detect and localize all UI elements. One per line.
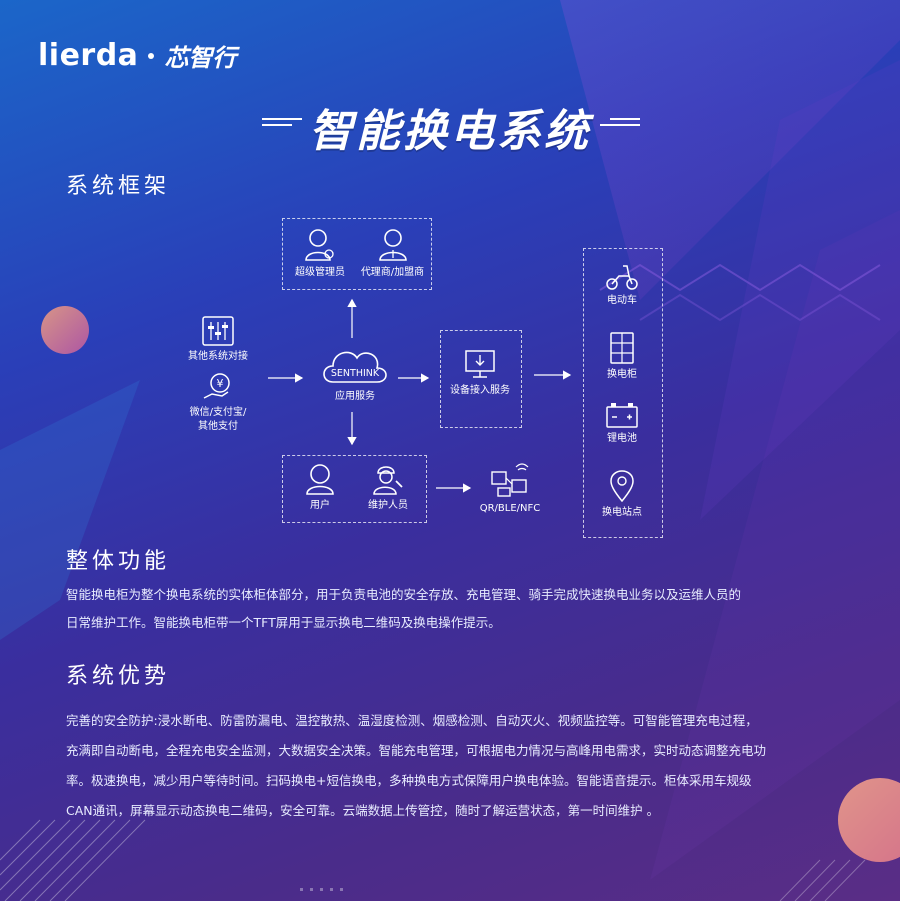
- advantages-text: 完善的安全防护:浸水断电、防雷防漏电、温控散热、温湿度检测、烟感检测、自动灭火、…: [66, 706, 856, 826]
- agent-node: 代理商/加盟商: [355, 228, 430, 280]
- endpoints-box: [583, 248, 663, 538]
- cloud-label: SENTHINK: [331, 368, 380, 379]
- title-decor-left: [262, 118, 302, 132]
- cloud-icon: SENTHINK: [323, 351, 387, 383]
- advantages-line: 完善的安全防护:浸水断电、防雷防漏电、温控散热、温湿度检测、烟感检测、自动灭火、…: [66, 713, 758, 728]
- payment-yen-icon: ¥: [203, 373, 230, 399]
- page-title: 智能换电系统: [309, 106, 591, 157]
- super-admin-node: 超级管理员: [285, 228, 355, 280]
- features-line: 日常维护工作。智能换电柜带一个TFT屏用于显示换电二维码及换电操作提示。: [66, 615, 501, 630]
- features-text: 智能换电柜为整个换电系统的实体柜体部分，用于负责电池的安全存放、充电管理、骑手完…: [66, 581, 846, 637]
- location-pin-icon: [610, 470, 634, 502]
- advantages-line: 充满即自动断电，全程充电安全监测，大数据安全决策。智能充电管理，可根据电力情况与…: [66, 743, 767, 758]
- monitor-download-icon: [465, 350, 495, 378]
- user-node: 用户: [290, 463, 350, 513]
- admin-user-icon: [305, 229, 334, 261]
- battery-node: 锂电池: [583, 402, 661, 446]
- sliders-icon: [202, 316, 234, 346]
- advantages-line: CAN通讯，屏幕显示动态换电二维码，安全可靠。云端数据上传管控，随时了解运营状态…: [66, 803, 660, 818]
- user-group-box: [282, 455, 427, 523]
- svg-text:¥: ¥: [217, 377, 224, 390]
- features-line: 智能换电柜为整个换电系统的实体柜体部分，用于负责电池的安全存放、充电管理、骑手完…: [66, 587, 742, 602]
- cloud-app-service-node: SENTHINK 应用服务: [315, 340, 395, 404]
- agent-user-icon: [378, 229, 407, 261]
- section-title-framework: 系统框架: [54, 168, 194, 200]
- scooter-icon: [606, 265, 638, 290]
- section-title-features: 整体功能: [54, 543, 194, 575]
- maintainer-wrench-icon: [373, 466, 403, 495]
- title-decor-right: [600, 118, 640, 132]
- connectivity-node: QR/BLE/NFC: [470, 462, 550, 516]
- cabinet-node: 换电柜: [583, 332, 661, 382]
- station-node: 换电站点: [583, 470, 661, 520]
- battery-icon: [606, 403, 638, 428]
- logo-dot: [148, 52, 155, 59]
- maintainer-node: 维护人员: [355, 463, 421, 513]
- device-access-node: 设备接入服务: [440, 350, 520, 398]
- other-systems-node: 其他系统对接: [178, 316, 258, 364]
- device-access-box: [440, 330, 522, 428]
- payment-node: ¥ 微信/支付宝/ 其他支付: [178, 372, 258, 434]
- lierda-logo-text: lierda: [38, 38, 139, 73]
- advantages-line: 率。极速换电，减少用户等待时间。扫码换电+短信换电，多种换电方式保障用户换电体验…: [66, 773, 752, 788]
- cabinet-icon: [610, 332, 634, 364]
- user-icon: [306, 464, 334, 495]
- admin-group-box: [282, 218, 432, 290]
- ebike-node: 电动车: [583, 262, 661, 308]
- partner-logo-text: 芯智行: [164, 44, 237, 72]
- brand-logo: lierda 芯智行: [38, 38, 236, 73]
- section-title-advantages: 系统优势: [52, 658, 192, 690]
- network-devices-icon: [491, 463, 529, 497]
